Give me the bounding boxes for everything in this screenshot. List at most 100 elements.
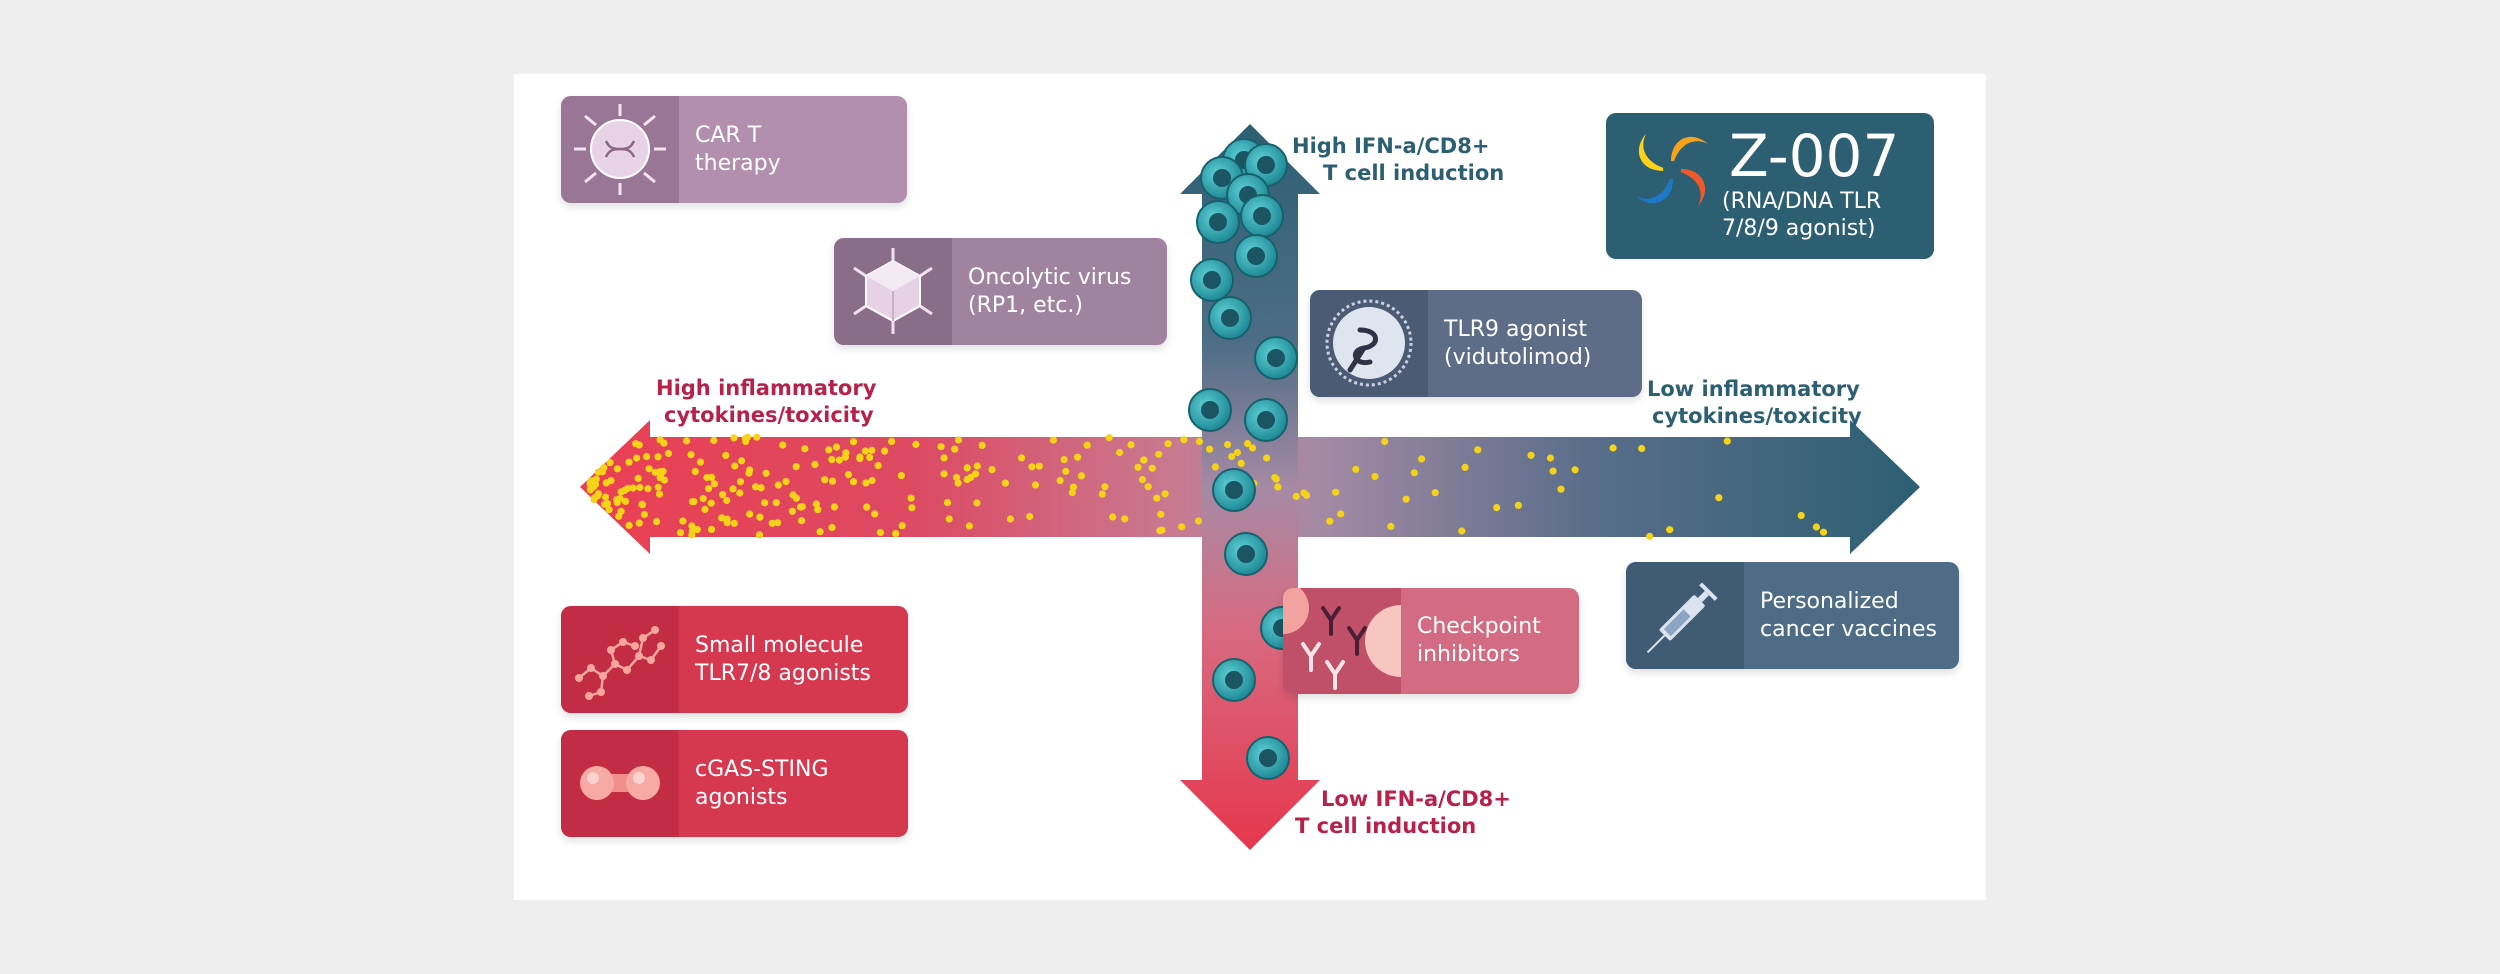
card-small-molecule-line2: TLR7/8 agonists <box>695 660 871 686</box>
cytokine-dot <box>1031 481 1040 489</box>
cytokine-dot <box>951 445 959 453</box>
card-car-t-line2: therapy <box>695 150 781 176</box>
cytokine-dot <box>753 433 761 441</box>
cytokine-dot <box>1638 444 1646 453</box>
cytokine-dot <box>736 489 744 497</box>
cytokine-dot <box>1571 466 1579 474</box>
cytokine-dot <box>1116 448 1124 457</box>
card-cgas-line2: agonists <box>695 784 788 810</box>
cytokine-dot <box>1493 504 1501 512</box>
cytokine-dot <box>1148 464 1156 472</box>
cytokine-dot <box>729 485 737 493</box>
cytokine-dot <box>844 471 853 479</box>
cytokine-dot <box>1140 456 1148 464</box>
cytokine-dot <box>699 494 707 503</box>
card-checkpoint-inhibitors: Checkpoint inhibitors <box>1283 588 1579 694</box>
cytokine-dot <box>679 517 687 525</box>
cytokine-dot <box>828 477 837 485</box>
cytokine-dot <box>953 473 961 482</box>
card-oncolytic-line1: Oncolytic virus <box>968 264 1132 290</box>
cytokine-dot <box>779 441 787 449</box>
cytokine-dot <box>676 529 685 537</box>
card-cgas-line1: cGAS-STING <box>695 756 829 782</box>
t-cell <box>1254 336 1298 380</box>
cytokine-dot <box>1164 440 1172 448</box>
cytokine-dot <box>772 499 780 507</box>
cytokine-dot <box>788 507 797 515</box>
cytokine-dot <box>653 518 661 526</box>
bottom-label-line1: Low IFN-a/CD8+ <box>1321 787 1511 811</box>
cytokine-dot <box>1206 445 1214 453</box>
cytokine-dot <box>830 503 839 511</box>
cytokine-dot <box>1026 512 1034 521</box>
cytokine-dot <box>1527 451 1535 459</box>
cytokine-dot <box>762 469 770 477</box>
cytokine-dot <box>645 465 653 473</box>
z007-subtitle-line2: 7/8/9 agonist) <box>1722 216 1876 241</box>
cytokine-dot <box>1153 494 1161 502</box>
cytokine-dot <box>687 451 695 459</box>
cytokine-dot <box>1155 450 1163 458</box>
cytokine-dot <box>621 497 630 505</box>
cytokine-dot <box>664 449 673 458</box>
cytokine-dot <box>1715 494 1723 502</box>
cytokine-dot <box>655 490 664 498</box>
t-cell <box>1208 296 1252 340</box>
cytokine-dot <box>954 479 962 487</box>
cytokine-dot <box>1431 489 1439 497</box>
tlr9-particle-icon <box>1310 290 1428 397</box>
cytokine-dot <box>816 528 824 536</box>
cytokine-dot <box>888 437 896 445</box>
cytokine-dot <box>1233 448 1241 457</box>
cytokine-dot <box>828 456 836 464</box>
right-label-line2: cytokines/toxicity <box>1652 404 1862 428</box>
cytokine-dot <box>965 522 974 530</box>
card-oncolytic-line2: (RP1, etc.) <box>968 292 1083 318</box>
t-cells <box>1188 138 1304 780</box>
cytokine-dot <box>696 458 705 466</box>
cytokine-dot <box>876 528 885 537</box>
cytokine-dot <box>1549 467 1557 475</box>
cytokine-dot <box>1292 492 1300 500</box>
cytokine-dot <box>1418 455 1426 463</box>
t-cell <box>1246 736 1290 780</box>
t-cell <box>1196 200 1240 244</box>
cytokine-dot <box>607 477 615 485</box>
cytokine-dot <box>656 468 664 476</box>
card-tlr9-line1: TLR9 agonist <box>1444 316 1588 342</box>
cytokine-dot <box>1180 436 1188 444</box>
cytokine-dot <box>1069 483 1078 491</box>
cytokine-dot <box>688 531 696 539</box>
cytokine-dot <box>722 451 730 459</box>
cytokine-dot <box>1237 459 1245 467</box>
cytokine-dot <box>912 440 920 448</box>
cytokine-dot <box>1557 485 1565 493</box>
top-label-line2: T cell induction <box>1323 161 1505 185</box>
cytokine-dot <box>606 459 614 467</box>
cytokine-dot <box>1272 475 1280 483</box>
cytokine-dot <box>874 462 882 470</box>
card-vaccines-line1: Personalized <box>1760 588 1899 614</box>
cytokine-dot <box>1326 517 1334 525</box>
z007-title: Z-007 <box>1729 122 1900 190</box>
cytokine-dot <box>973 499 981 507</box>
cytokine-dot <box>736 478 745 486</box>
cytokine-dot <box>1211 463 1219 471</box>
cytokine-dot <box>1402 495 1410 503</box>
cytokine-dot <box>1228 452 1236 461</box>
cytokine-dot <box>1105 434 1113 442</box>
cytokine-dot <box>1049 436 1057 444</box>
cytokine-dot <box>1337 510 1345 518</box>
cytokine-dot <box>634 474 642 482</box>
cytokine-dot <box>1381 437 1389 446</box>
t-cell <box>1244 398 1288 442</box>
cytokine-dot <box>691 467 699 476</box>
cytokine-dot <box>1244 440 1252 448</box>
cytokine-dot <box>636 483 644 492</box>
cytokine-dot <box>849 478 858 486</box>
cytokine-dot <box>738 457 746 465</box>
cytokine-dot <box>861 447 870 455</box>
cytokine-dot <box>1098 490 1106 498</box>
cytokine-dot <box>937 443 945 451</box>
